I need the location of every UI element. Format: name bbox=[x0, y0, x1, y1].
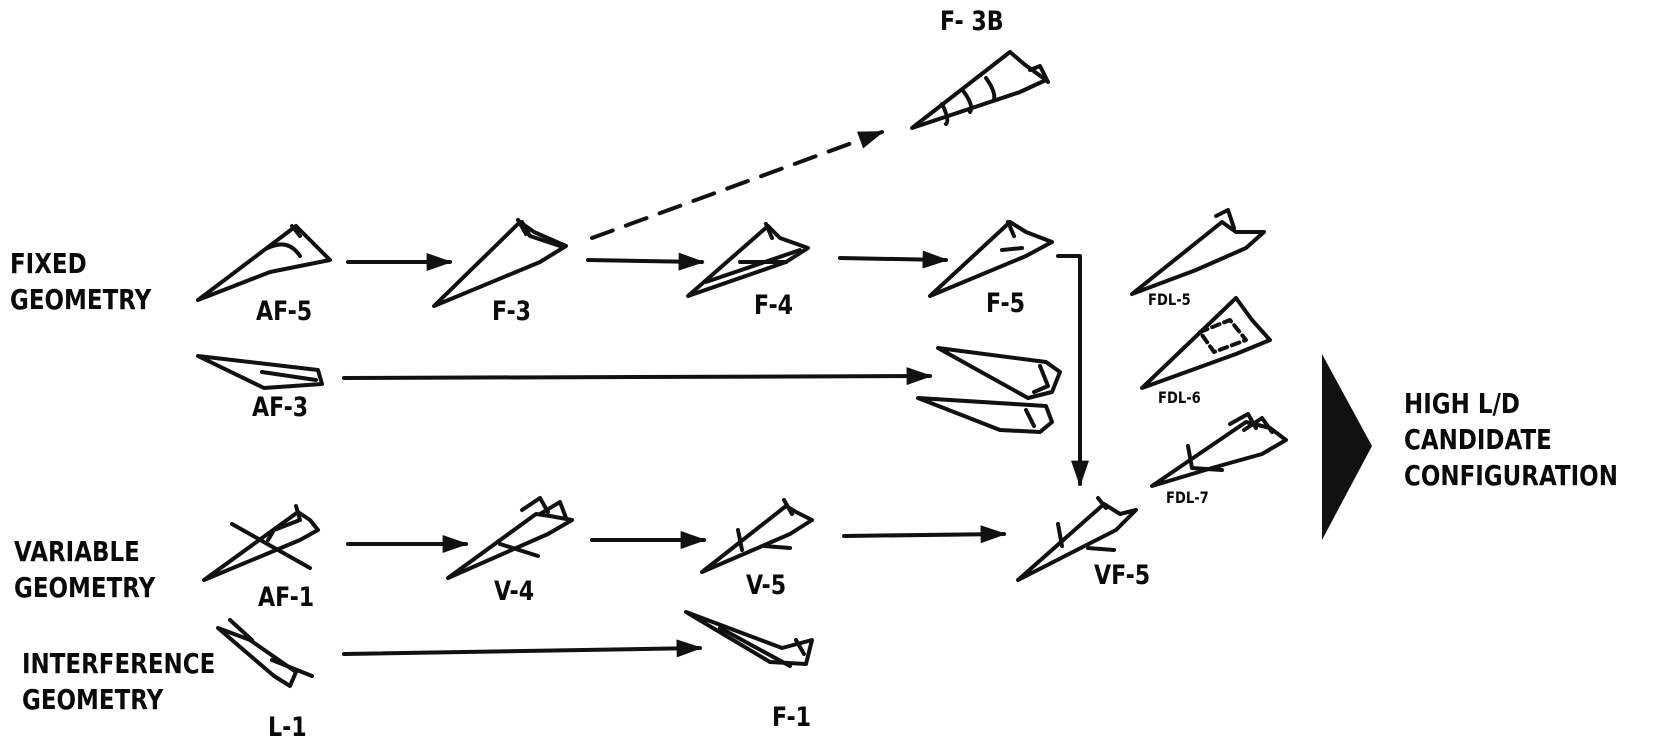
result-arrowhead bbox=[1322, 354, 1372, 540]
vehicle-twin-lower-sketch bbox=[916, 396, 1054, 434]
arrow-l1-to-f1 bbox=[342, 639, 703, 658]
arrow-f3-to-f3b-dashed bbox=[590, 130, 885, 240]
vehicle-v5-sketch bbox=[700, 498, 814, 574]
fixed-geometry-line2: GEOMETRY bbox=[10, 283, 152, 316]
variable-geometry-label: VARIABLE GEOMETRY bbox=[14, 534, 155, 606]
vehicle-label-f4: F-4 bbox=[754, 290, 794, 321]
fixed-geometry-label: FIXED GEOMETRY bbox=[10, 246, 151, 318]
arrow-f3-to-f4 bbox=[586, 252, 705, 271]
vehicle-f4-sketch bbox=[686, 222, 810, 298]
vehicle-l1-sketch bbox=[216, 618, 314, 688]
arrow-f5-to-vf5 bbox=[1056, 254, 1089, 487]
vehicle-twin-upper-sketch bbox=[936, 346, 1062, 400]
vehicle-af1-sketch bbox=[202, 504, 320, 582]
vehicle-label-af1: AF-1 bbox=[258, 582, 315, 613]
vehicle-label-v5: V-5 bbox=[746, 570, 787, 601]
vehicle-label-fdl5: FDL-5 bbox=[1148, 290, 1191, 309]
vehicle-v4-sketch bbox=[446, 496, 574, 580]
vehicle-label-vf5: VF-5 bbox=[1094, 560, 1151, 591]
vehicle-label-f1: F-1 bbox=[772, 702, 812, 733]
vehicle-f3b-sketch bbox=[910, 50, 1050, 130]
result-label: HIGH L/D CANDIDATE CONFIGURATION bbox=[1404, 386, 1618, 494]
result-line3: CONFIGURATION bbox=[1404, 459, 1618, 492]
vehicle-f1-sketch bbox=[684, 610, 814, 668]
result-line2: CANDIDATE bbox=[1404, 423, 1552, 456]
interference-geometry-line2: GEOMETRY bbox=[22, 683, 164, 716]
vehicle-af5-sketch bbox=[196, 224, 332, 302]
variable-geometry-line1: VARIABLE bbox=[14, 535, 140, 568]
vehicle-fdl5-sketch bbox=[1130, 208, 1266, 296]
vehicle-label-f3b: F- 3B bbox=[940, 6, 1004, 37]
vehicle-vf5-sketch bbox=[1016, 496, 1138, 582]
vehicle-label-v4: V-4 bbox=[494, 576, 535, 607]
fixed-geometry-line1: FIXED bbox=[10, 247, 87, 280]
vehicle-label-fdl7: FDL-7 bbox=[1166, 488, 1209, 507]
vehicle-fdl7-sketch bbox=[1150, 412, 1288, 488]
interference-geometry-line1: INTERFERENCE bbox=[22, 647, 216, 680]
result-line1: HIGH L/D bbox=[1404, 387, 1520, 420]
arrow-v5-to-vf5 bbox=[842, 525, 1007, 544]
vehicle-label-af3: AF-3 bbox=[252, 392, 309, 423]
vehicle-label-fdl6: FDL-6 bbox=[1158, 388, 1201, 407]
vehicle-label-f5: F-5 bbox=[986, 288, 1026, 319]
vehicle-f5-sketch bbox=[928, 220, 1054, 298]
arrow-af3-to-twins bbox=[342, 367, 933, 386]
vehicle-label-l1: L-1 bbox=[268, 712, 307, 743]
arrow-f4-to-f5 bbox=[838, 250, 949, 269]
vehicle-label-af5: AF-5 bbox=[256, 296, 313, 327]
interference-geometry-label: INTERFERENCE GEOMETRY bbox=[22, 646, 215, 718]
variable-geometry-line2: GEOMETRY bbox=[14, 571, 156, 604]
vehicle-af3-sketch bbox=[196, 354, 324, 390]
vehicle-fdl6-sketch bbox=[1140, 296, 1272, 390]
vehicle-f3-sketch bbox=[432, 218, 568, 308]
vehicle-label-f3: F-3 bbox=[492, 296, 532, 327]
